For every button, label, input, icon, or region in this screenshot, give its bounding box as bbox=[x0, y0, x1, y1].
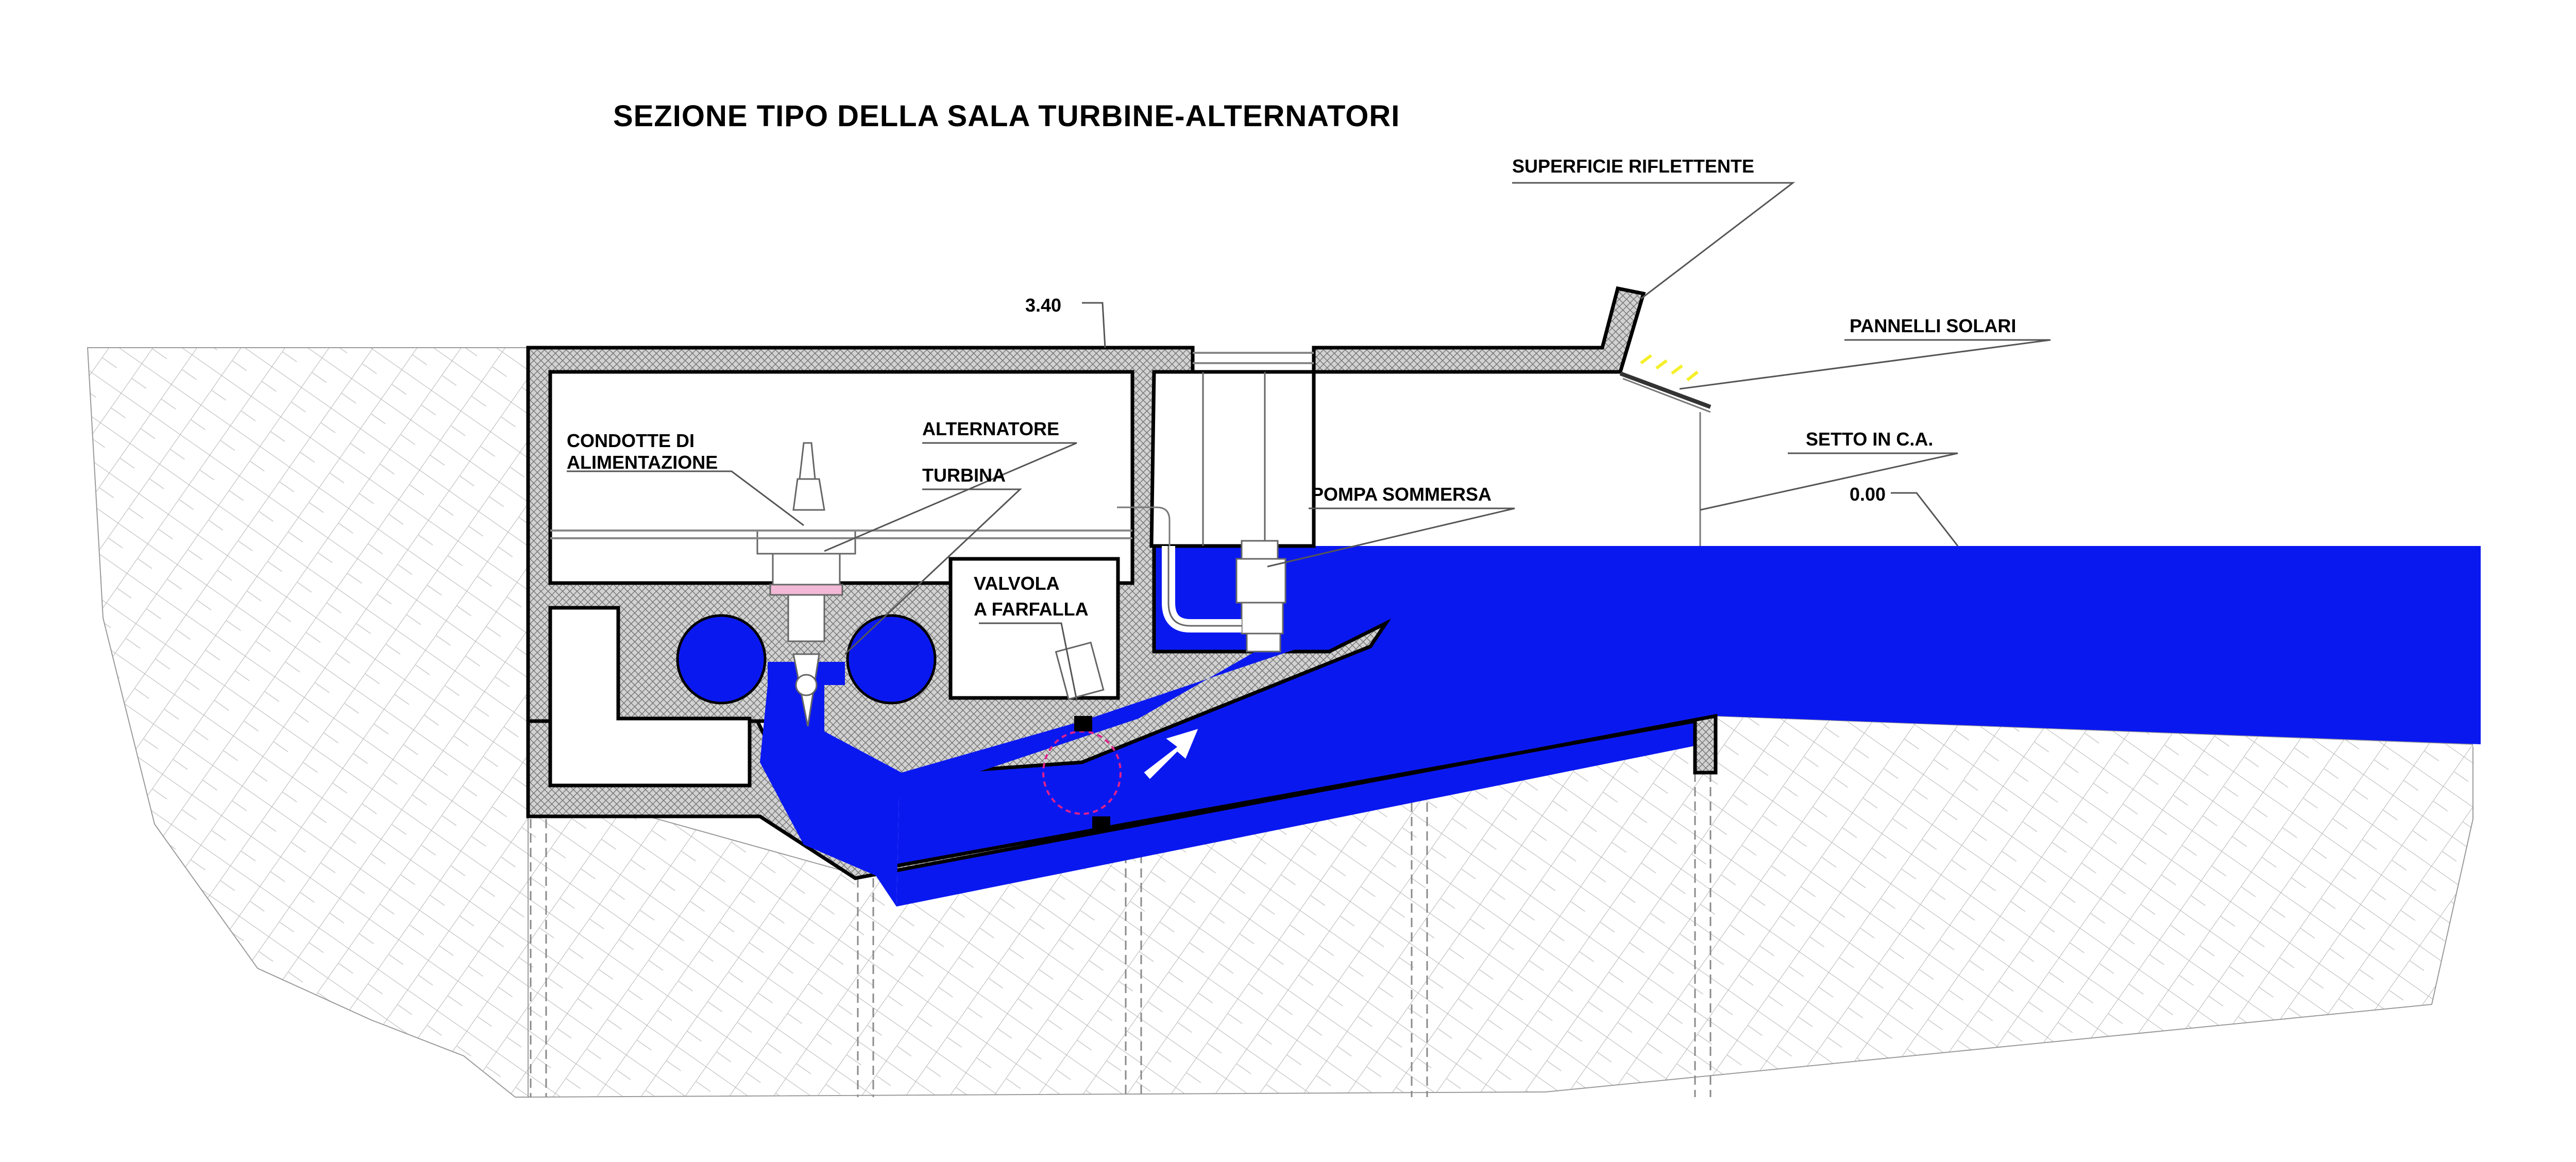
label-condotte-line2: ALIMENTAZIONE bbox=[567, 452, 718, 473]
label-setto: SETTO IN C.A. bbox=[1806, 429, 1933, 450]
turbine-water-passages bbox=[676, 614, 1381, 907]
label-level-zero: 0.00 bbox=[1850, 484, 1886, 505]
turbine-icon bbox=[756, 442, 856, 727]
roof-pipes bbox=[550, 352, 1314, 539]
solar-panel-icon bbox=[1619, 354, 1711, 546]
label-valvola-line2: A FARFALLA bbox=[974, 599, 1089, 620]
pump-icon bbox=[1117, 372, 1286, 653]
lower-chamber bbox=[548, 606, 752, 788]
leader-lines bbox=[567, 182, 2051, 701]
label-condotte-line1: CONDOTTE DI bbox=[567, 430, 694, 451]
soil-ground bbox=[87, 347, 2478, 1098]
label-pompa-sommersa: POMPA SOMMERSA bbox=[1311, 484, 1492, 505]
pump-room bbox=[1149, 370, 1316, 548]
label-alternatore: ALTERNATORE bbox=[922, 418, 1059, 439]
diagram-title: SEZIONE TIPO DELLA SALA TURBINE-ALTERNAT… bbox=[613, 99, 1400, 133]
label-pannelli-solari: PANNELLI SOLARI bbox=[1850, 315, 2016, 336]
foundation-piles bbox=[530, 773, 1711, 1097]
label-level-top: 3.40 bbox=[1025, 295, 1061, 316]
label-superficie-riflettente: SUPERFICIE RIFLETTENTE bbox=[1512, 156, 1754, 177]
label-turbina: TURBINA bbox=[922, 465, 1006, 486]
flow-arrow-icon bbox=[1144, 729, 1198, 779]
label-valvola-line1: VALVOLA bbox=[974, 573, 1060, 594]
